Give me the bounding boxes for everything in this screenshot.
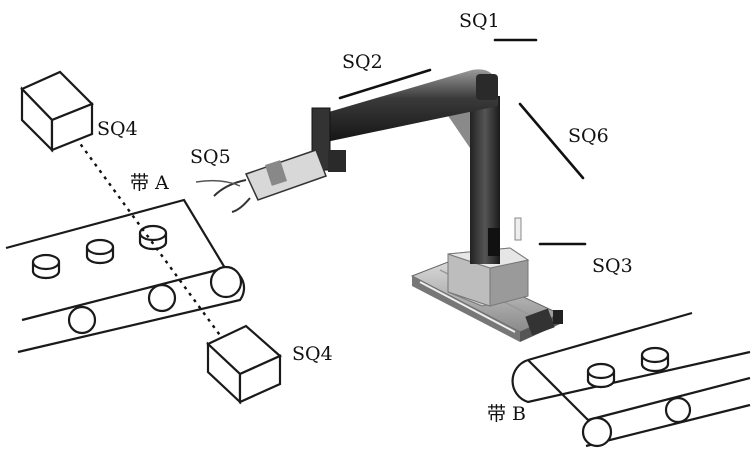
label-sq3: SQ3 — [592, 255, 633, 277]
sq4-sensor-bottom — [206, 324, 283, 405]
conveyor-belt-b — [511, 311, 751, 448]
label-sq2: SQ2 — [342, 51, 383, 73]
workpiece — [85, 238, 115, 265]
sq6-line — [518, 102, 585, 180]
label-sq1: SQ1 — [459, 10, 500, 32]
robot-column — [440, 96, 500, 264]
label-sq4-top: SQ4 — [97, 118, 138, 140]
sq4-sensor-top — [20, 70, 94, 153]
robot-base — [410, 217, 563, 342]
workpiece — [640, 346, 670, 373]
robot-gripper — [195, 149, 327, 213]
label-belt-b: 带 B — [487, 403, 526, 425]
workpiece — [31, 253, 61, 280]
label-belt-a: 带 A — [130, 172, 169, 194]
workpiece — [586, 362, 616, 389]
sq2-line — [338, 68, 432, 100]
conveyor-belt-a — [5, 198, 246, 354]
sq4-light-beam — [75, 137, 223, 339]
label-sq6: SQ6 — [568, 125, 609, 147]
label-sq4-bottom: SQ4 — [292, 343, 333, 365]
label-sq5: SQ5 — [190, 146, 231, 168]
